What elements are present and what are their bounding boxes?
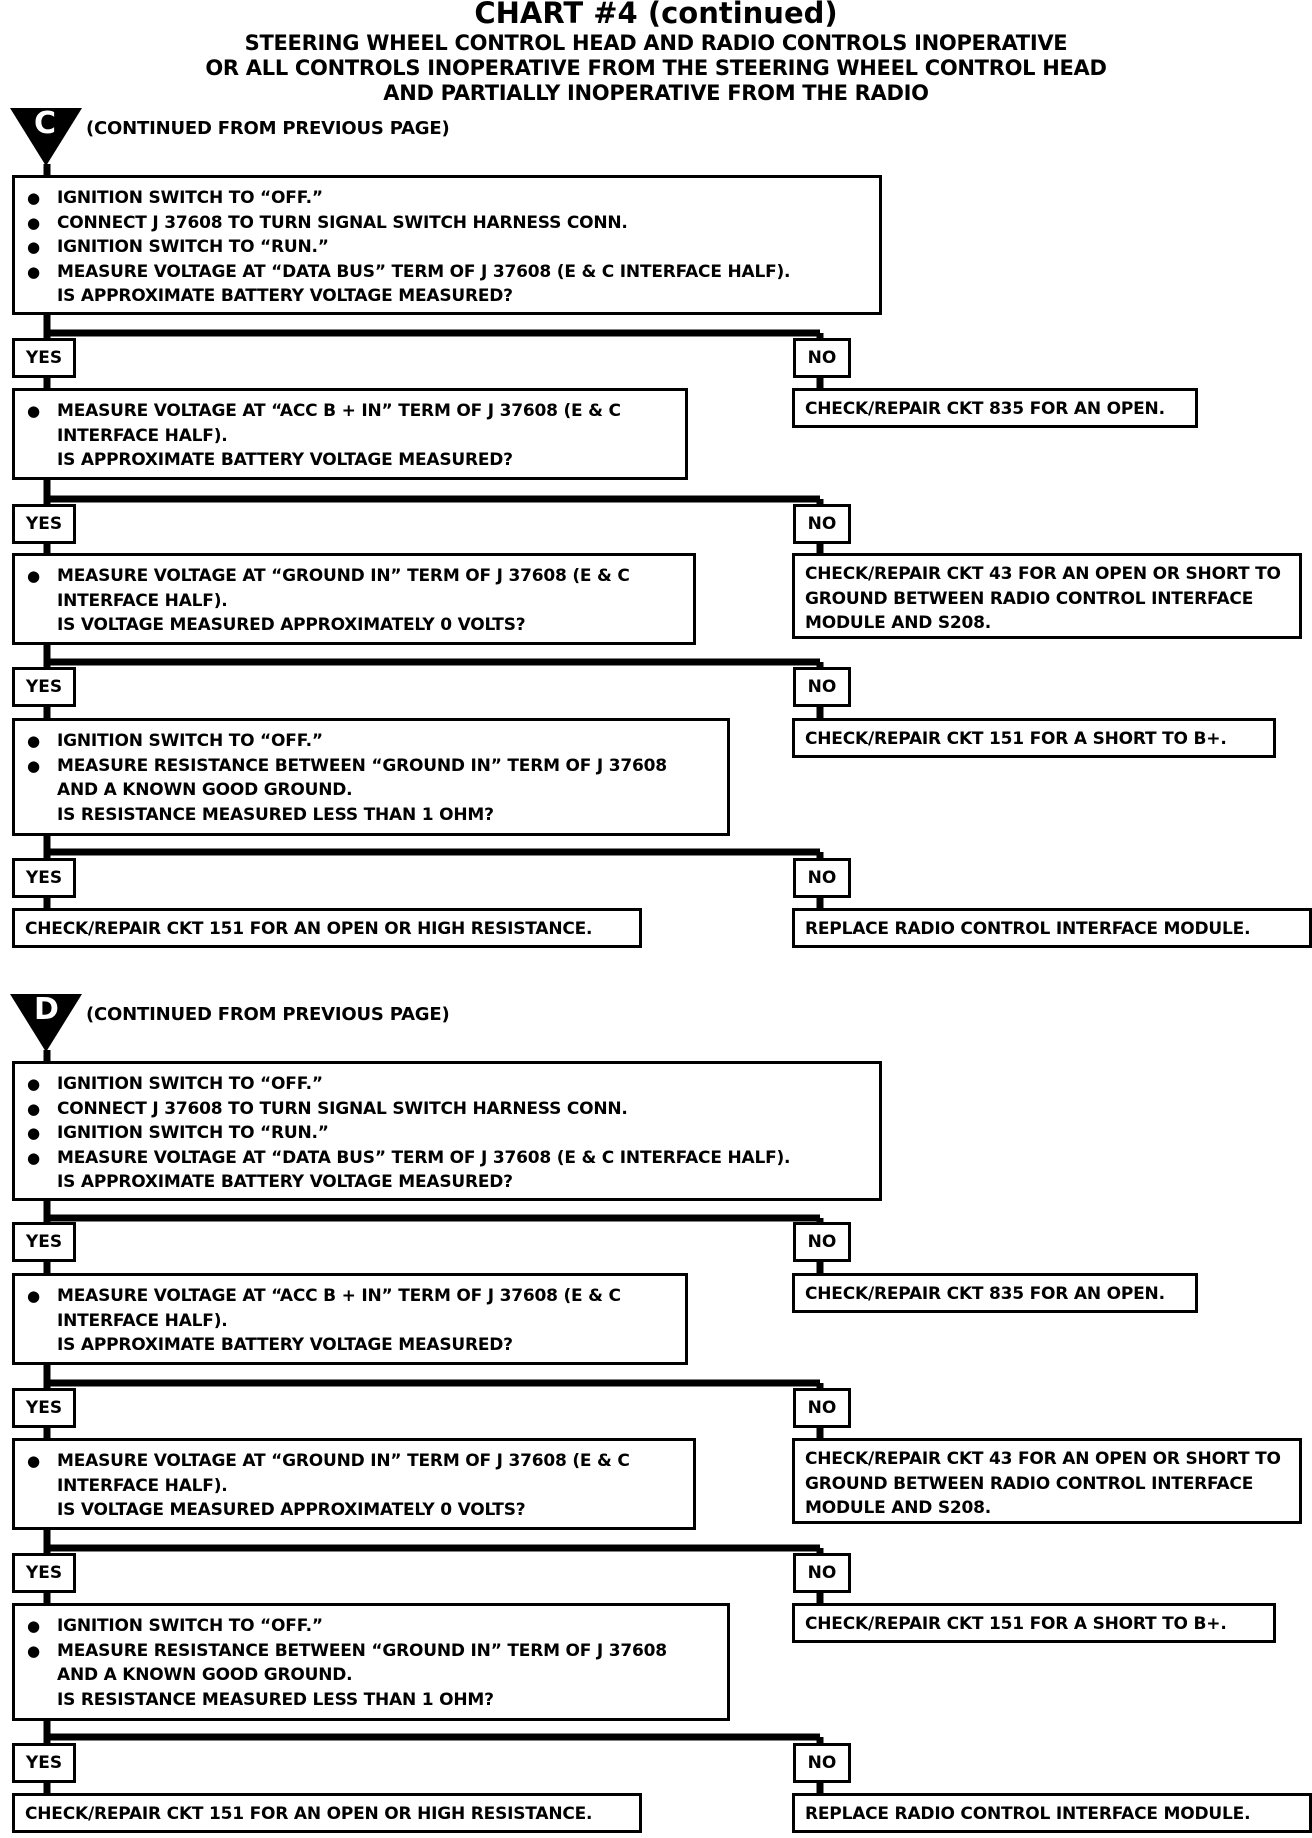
step-instruction: MEASURE VOLTAGE AT “GROUND IN” TERM OF J… [25, 564, 683, 589]
step-instruction: MEASURE VOLTAGE AT “GROUND IN” TERM OF J… [25, 1449, 683, 1474]
step-instructions: IGNITION SWITCH TO “OFF.”MEASURE RESISTA… [25, 729, 717, 803]
step-question: IS APPROXIMATE BATTERY VOLTAGE MEASURED? [57, 1172, 513, 1192]
no-label: NO [793, 1553, 851, 1593]
step-question: IS APPROXIMATE BATTERY VOLTAGE MEASURED? [57, 1335, 513, 1355]
step-instruction: IGNITION SWITCH TO “RUN.” [25, 235, 869, 260]
step-question: IS APPROXIMATE BATTERY VOLTAGE MEASURED? [57, 450, 513, 470]
yes-label: YES [12, 1388, 76, 1428]
step-instructions: MEASURE VOLTAGE AT “ACC B + IN” TERM OF … [25, 399, 675, 448]
yes-label: YES [12, 667, 76, 707]
step-instruction: INTERFACE HALF). [57, 1310, 228, 1331]
step-instruction: CONNECT J 37608 TO TURN SIGNAL SWITCH HA… [25, 211, 869, 236]
yes-label: YES [12, 1222, 76, 1262]
chart-subtitle-line-1: STEERING WHEEL CONTROL HEAD AND RADIO CO… [244, 31, 1068, 55]
step-instructions: IGNITION SWITCH TO “OFF.”CONNECT J 37608… [25, 186, 869, 284]
no-label: NO [793, 1222, 851, 1262]
no-label: NO [793, 1388, 851, 1428]
step-instruction: IGNITION SWITCH TO “OFF.” [25, 1614, 717, 1639]
step-instruction: AND A KNOWN GOOD GROUND. [57, 1665, 353, 1685]
continued-from-previous-page: (CONTINUED FROM PREVIOUS PAGE) [86, 118, 450, 139]
no-label: NO [793, 504, 851, 544]
step-box: IGNITION SWITCH TO “OFF.”MEASURE RESISTA… [12, 718, 730, 836]
yes-label: YES [12, 504, 76, 544]
no-label: NO [793, 338, 851, 378]
step-instruction: CONNECT J 37608 TO TURN SIGNAL SWITCH HA… [25, 1097, 869, 1122]
no-result-box: CHECK/REPAIR CKT 151 FOR A SHORT TO B+. [792, 1603, 1276, 1643]
chart-subtitle-line-2: OR ALL CONTROLS INOPERATIVE FROM THE STE… [205, 56, 1107, 80]
step-instruction: MEASURE RESISTANCE BETWEEN “GROUND IN” T… [25, 1639, 717, 1664]
no-result-box: CHECK/REPAIR CKT 43 FOR AN OPEN OR SHORT… [792, 553, 1302, 639]
yes-label: YES [12, 858, 76, 898]
no-result-box: REPLACE RADIO CONTROL INTERFACE MODULE. [792, 908, 1312, 948]
step-box: MEASURE VOLTAGE AT “GROUND IN” TERM OF J… [12, 553, 696, 645]
continued-from-previous-page: (CONTINUED FROM PREVIOUS PAGE) [86, 1004, 450, 1025]
step-question: IS VOLTAGE MEASURED APPROXIMATELY 0 VOLT… [57, 615, 526, 635]
entry-marker-d [10, 994, 82, 1052]
step-instruction: INTERFACE HALF). [57, 425, 228, 446]
no-result-box: CHECK/REPAIR CKT 43 FOR AN OPEN OR SHORT… [792, 1438, 1302, 1524]
entry-marker-c [10, 108, 82, 166]
no-label: NO [793, 667, 851, 707]
no-label: NO [793, 1743, 851, 1783]
step-box: MEASURE VOLTAGE AT “GROUND IN” TERM OF J… [12, 1438, 696, 1530]
step-box: IGNITION SWITCH TO “OFF.”CONNECT J 37608… [12, 175, 882, 315]
step-box: IGNITION SWITCH TO “OFF.”CONNECT J 37608… [12, 1061, 882, 1201]
yes-label: YES [12, 1553, 76, 1593]
step-box: IGNITION SWITCH TO “OFF.”MEASURE RESISTA… [12, 1603, 730, 1721]
step-question: IS APPROXIMATE BATTERY VOLTAGE MEASURED? [57, 286, 513, 306]
step-question: IS RESISTANCE MEASURED LESS THAN 1 OHM? [57, 804, 494, 825]
step-instruction: IGNITION SWITCH TO “OFF.” [25, 186, 869, 211]
step-instruction: IGNITION SWITCH TO “OFF.” [25, 729, 717, 754]
step-instruction: MEASURE RESISTANCE BETWEEN “GROUND IN” T… [25, 754, 717, 779]
no-result-box: CHECK/REPAIR CKT 151 FOR A SHORT TO B+. [792, 718, 1276, 758]
step-instructions: MEASURE VOLTAGE AT “GROUND IN” TERM OF J… [25, 564, 683, 613]
step-instruction: MEASURE VOLTAGE AT “DATA BUS” TERM OF J … [25, 260, 869, 285]
step-instruction: IGNITION SWITCH TO “OFF.” [25, 1072, 869, 1097]
no-result-box: CHECK/REPAIR CKT 835 FOR AN OPEN. [792, 388, 1198, 428]
step-instruction: MEASURE VOLTAGE AT “ACC B + IN” TERM OF … [25, 399, 675, 424]
step-instruction: MEASURE VOLTAGE AT “DATA BUS” TERM OF J … [25, 1146, 869, 1171]
step-instruction: INTERFACE HALF). [57, 1475, 228, 1496]
no-label: NO [793, 858, 851, 898]
chart-title: CHART #4 (continued) [474, 0, 838, 30]
step-instruction: INTERFACE HALF). [57, 590, 228, 611]
final-yes-result-box: CHECK/REPAIR CKT 151 FOR AN OPEN OR HIGH… [12, 1793, 642, 1833]
step-box: MEASURE VOLTAGE AT “ACC B + IN” TERM OF … [12, 388, 688, 480]
final-yes-result-box: CHECK/REPAIR CKT 151 FOR AN OPEN OR HIGH… [12, 908, 642, 948]
step-instruction: AND A KNOWN GOOD GROUND. [57, 780, 353, 800]
step-box: MEASURE VOLTAGE AT “ACC B + IN” TERM OF … [12, 1273, 688, 1365]
entry-letter: D [34, 992, 59, 1027]
entry-letter: C [34, 106, 57, 141]
step-instructions: IGNITION SWITCH TO “OFF.”CONNECT J 37608… [25, 1072, 869, 1170]
step-instruction: MEASURE VOLTAGE AT “ACC B + IN” TERM OF … [25, 1284, 675, 1309]
step-instructions: MEASURE VOLTAGE AT “ACC B + IN” TERM OF … [25, 1284, 675, 1333]
step-instructions: IGNITION SWITCH TO “OFF.”MEASURE RESISTA… [25, 1614, 717, 1688]
no-result-box: CHECK/REPAIR CKT 835 FOR AN OPEN. [792, 1273, 1198, 1313]
step-question: IS VOLTAGE MEASURED APPROXIMATELY 0 VOLT… [57, 1500, 526, 1520]
step-question: IS RESISTANCE MEASURED LESS THAN 1 OHM? [57, 1689, 494, 1710]
no-result-box: REPLACE RADIO CONTROL INTERFACE MODULE. [792, 1793, 1312, 1833]
chart-subtitle-line-3: AND PARTIALLY INOPERATIVE FROM THE RADIO [383, 81, 929, 105]
step-instruction: IGNITION SWITCH TO “RUN.” [25, 1121, 869, 1146]
yes-label: YES [12, 1743, 76, 1783]
yes-label: YES [12, 338, 76, 378]
step-instructions: MEASURE VOLTAGE AT “GROUND IN” TERM OF J… [25, 1449, 683, 1498]
